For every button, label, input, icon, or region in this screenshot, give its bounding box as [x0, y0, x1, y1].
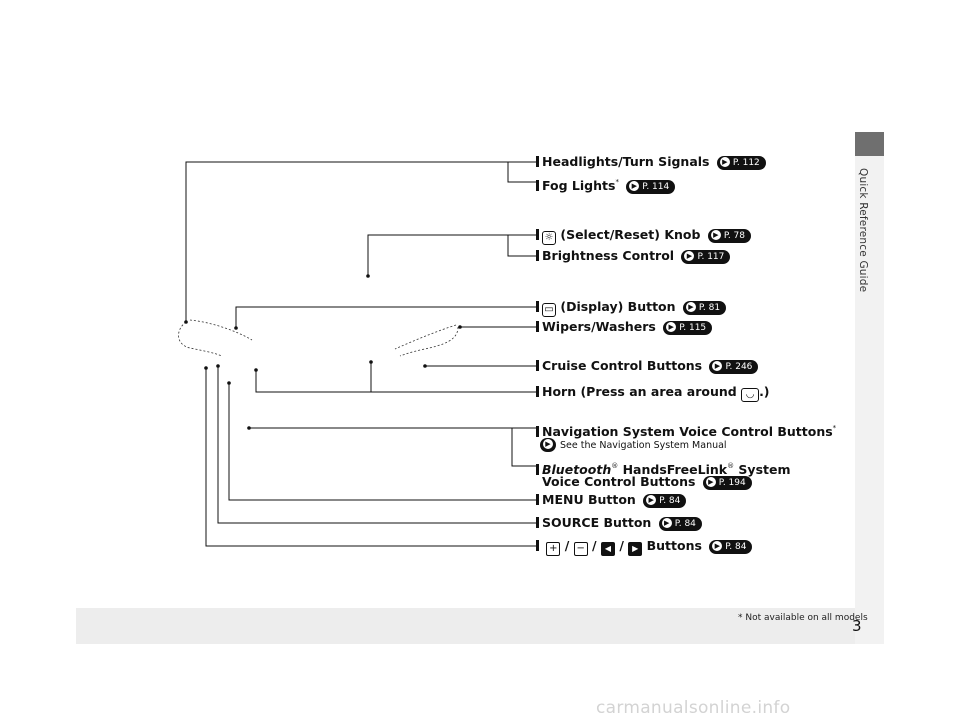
page-ref-display[interactable]: ▶P. 81: [682, 301, 727, 315]
arrow-right-icon: ▶: [710, 230, 721, 240]
label-cruise-control: Cruise Control Buttons ▶P. 246: [536, 358, 759, 374]
arrow-right-icon: ▶: [684, 251, 695, 261]
leader-display: [235, 306, 536, 328]
page-ref-wipers[interactable]: ▶P. 115: [663, 321, 713, 335]
leader-menu: [228, 383, 536, 501]
plus-icon: +: [546, 542, 561, 556]
display-icon: ▭: [542, 303, 556, 317]
page-ref-headlights[interactable]: ▶P. 112: [716, 156, 766, 170]
label-arrow-buttons: + / − / ◀ / ▶ Buttons ▶P. 84: [536, 538, 753, 556]
page-number: 3: [852, 617, 862, 635]
label-wipers-washers: Wipers/Washers ▶P. 115: [536, 319, 713, 335]
arrow-right-icon: ▶: [543, 439, 553, 449]
page-ref-cruise[interactable]: ▶P. 246: [709, 360, 759, 374]
page-ref-menu[interactable]: ▶P. 84: [643, 494, 687, 508]
page-ref-buttons[interactable]: ▶P. 84: [709, 540, 753, 554]
knob-icon: ☼: [542, 231, 556, 245]
sidebar-background: [855, 132, 884, 644]
leader-select-knob: [367, 234, 536, 276]
leader-brightness: [507, 235, 536, 257]
leader-source: [217, 366, 536, 524]
arrow-right-icon: ▶: [666, 322, 677, 332]
left-arrow-icon: ◀: [600, 542, 615, 556]
arrow-right-icon: ▶: [685, 302, 696, 312]
label-fog-lights: Fog Lights* ▶P. 114: [536, 174, 676, 194]
dash-outline-left-top: [189, 319, 253, 341]
footnote: * Not available on all models: [738, 613, 868, 623]
label-bluetooth-line2: Voice Control Buttons ▶P. 194: [542, 474, 752, 490]
leader-headlights: [185, 161, 536, 322]
label-headlights: Headlights/Turn Signals ▶P. 112: [536, 154, 766, 170]
horn-icon: ◡: [741, 388, 760, 402]
leader-buttons: [205, 368, 536, 547]
leader-bluetooth: [511, 428, 536, 467]
arrow-right-icon: ▶: [661, 518, 672, 528]
arrow-right-icon: ▶: [646, 495, 657, 505]
dash-outline-right-low: [399, 326, 459, 357]
page-ref-brightness[interactable]: ▶P. 117: [681, 250, 731, 264]
right-arrow-icon: ▶: [628, 542, 643, 556]
arrow-right-icon: ▶: [705, 477, 716, 487]
label-horn: Horn (Press an area around ◡.): [536, 384, 770, 402]
label-brightness-control: Brightness Control ▶P. 117: [536, 248, 731, 264]
dash-outline-left: [178, 321, 223, 357]
watermark: carmanualsonline.info: [596, 698, 791, 718]
leader-fog: [507, 162, 536, 183]
arrow-right-icon: ▶: [719, 157, 730, 167]
arrow-right-icon: ▶: [712, 541, 723, 551]
page-ref-source[interactable]: ▶P. 84: [658, 517, 702, 531]
dash-outline-right: [394, 324, 457, 350]
arrow-right-icon: ▶: [629, 181, 640, 191]
page-ref-bluetooth[interactable]: ▶P. 194: [702, 476, 752, 490]
minus-icon: −: [573, 542, 588, 556]
label-menu-button: MENU Button ▶P. 84: [536, 492, 687, 508]
sidebar-tab[interactable]: [855, 132, 884, 156]
label-nav-voice: Navigation System Voice Control Buttons*: [536, 420, 836, 440]
nav-manual-note: ▶See the Navigation System Manual: [540, 438, 727, 452]
nav-manual-ref[interactable]: ▶: [540, 438, 556, 452]
label-source-button: SOURCE Button ▶P. 84: [536, 515, 702, 531]
arrow-right-icon: ▶: [712, 361, 723, 371]
label-display-button: ▭ (Display) Button ▶P. 81: [536, 299, 727, 317]
label-select-reset-knob: ☼ (Select/Reset) Knob ▶P. 78: [536, 227, 752, 245]
page-ref-select-knob[interactable]: ▶P. 78: [707, 229, 752, 243]
leader-horn: [255, 370, 536, 393]
label-bluetooth: Bluetooth® HandsFreeLink® System: [536, 458, 791, 478]
page-ref-fog-lights[interactable]: ▶P. 114: [626, 180, 676, 194]
footer-bar: [76, 608, 855, 644]
